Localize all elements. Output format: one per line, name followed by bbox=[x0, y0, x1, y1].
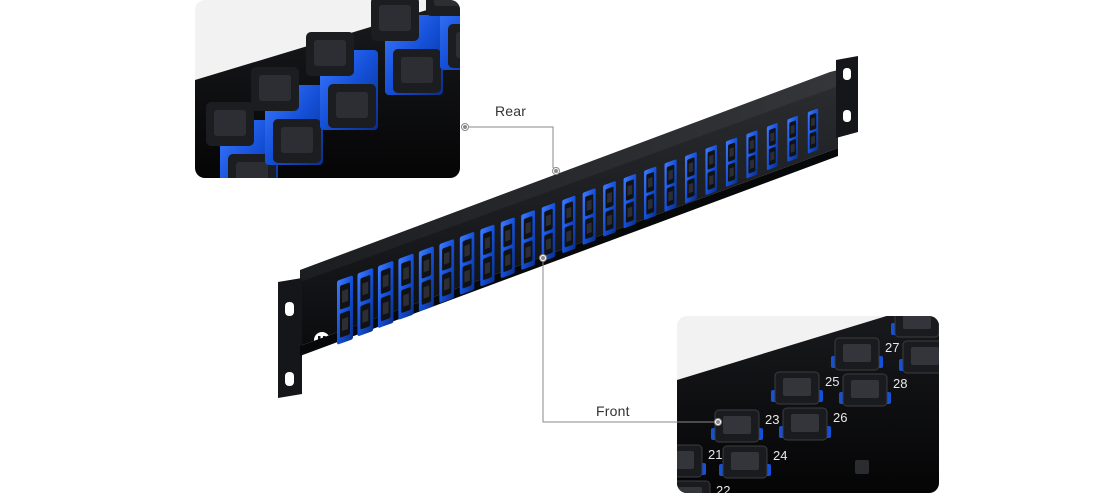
port-number: 22 bbox=[716, 483, 730, 493]
port-number: 27 bbox=[885, 340, 899, 355]
right-mounting-ear bbox=[836, 56, 858, 138]
rear-adapter bbox=[426, 0, 460, 70]
duplex-adapter bbox=[582, 188, 596, 245]
duplex-adapter bbox=[705, 144, 718, 195]
duplex-adapter bbox=[521, 210, 536, 270]
front-adapter-port: 21 bbox=[677, 444, 722, 478]
left-ear-hole-top bbox=[285, 302, 294, 316]
duplex-adapter bbox=[664, 159, 677, 212]
front-inset-adapters: 21 22 23 24 25 26 27 28 30 bbox=[677, 316, 967, 493]
rear-adapter bbox=[306, 32, 378, 130]
rear-adapter bbox=[206, 102, 278, 178]
front-adapter-port: 26 bbox=[779, 407, 847, 441]
duplex-adapter bbox=[500, 217, 515, 278]
port-number: 26 bbox=[833, 410, 847, 425]
front-adapter-port: 28 bbox=[839, 373, 907, 407]
port-number: 30 bbox=[953, 343, 967, 358]
front-adapter-port: 30 bbox=[899, 340, 967, 374]
front-detail-inset: 21 22 23 24 25 26 27 28 30 bbox=[677, 316, 967, 493]
front-adapter-port bbox=[891, 316, 939, 338]
front-adapter-port: 22 bbox=[677, 480, 730, 493]
duplex-adapter bbox=[807, 108, 819, 154]
front-adapter-port: 25 bbox=[771, 371, 839, 405]
duplex-adapter bbox=[459, 232, 475, 295]
duplex-adapter bbox=[439, 239, 455, 303]
right-ear-hole-top bbox=[843, 68, 851, 80]
left-mounting-ear bbox=[278, 278, 302, 398]
front-callout-label: Front bbox=[596, 403, 630, 419]
patch-panel bbox=[278, 56, 858, 398]
duplex-adapter bbox=[603, 181, 616, 237]
duplex-adapter bbox=[562, 195, 576, 253]
duplex-adapter bbox=[377, 261, 394, 328]
duplex-adapter bbox=[787, 115, 798, 162]
rear-leader-line bbox=[461, 123, 560, 175]
duplex-adapter bbox=[418, 246, 434, 312]
rear-detail-inset bbox=[195, 0, 460, 178]
port-number: 21 bbox=[708, 447, 722, 462]
front-adapter-port: 24 bbox=[719, 445, 787, 479]
duplex-adapter bbox=[480, 224, 495, 287]
front-leader-line bbox=[539, 254, 722, 426]
port-number: 24 bbox=[773, 448, 787, 463]
rear-adapter bbox=[371, 0, 443, 95]
port-number: 23 bbox=[765, 412, 779, 427]
rear-inset-adapters bbox=[206, 0, 460, 178]
front-adapter-port: 27 bbox=[831, 337, 899, 371]
rear-adapter bbox=[251, 67, 323, 165]
port-number: 28 bbox=[893, 376, 907, 391]
duplex-adapter bbox=[357, 268, 374, 337]
front-adapter-port: 23 bbox=[711, 409, 779, 443]
left-ear-hole-bottom bbox=[285, 372, 294, 386]
duplex-adapter bbox=[725, 137, 738, 187]
duplex-adapter bbox=[541, 203, 556, 262]
port-number: 25 bbox=[825, 374, 839, 389]
duplex-adapter bbox=[644, 166, 657, 220]
duplex-adapter bbox=[746, 130, 758, 179]
panel-bottom-lip bbox=[300, 148, 838, 356]
rear-callout-label: Rear bbox=[495, 103, 527, 119]
duplex-adapter bbox=[337, 275, 353, 345]
duplex-adapter bbox=[623, 174, 637, 229]
adapter-row bbox=[337, 108, 819, 345]
right-ear-hole-bottom bbox=[843, 110, 851, 122]
duplex-adapter bbox=[684, 152, 697, 204]
duplex-adapter bbox=[398, 253, 414, 320]
duplex-adapter bbox=[766, 123, 778, 170]
